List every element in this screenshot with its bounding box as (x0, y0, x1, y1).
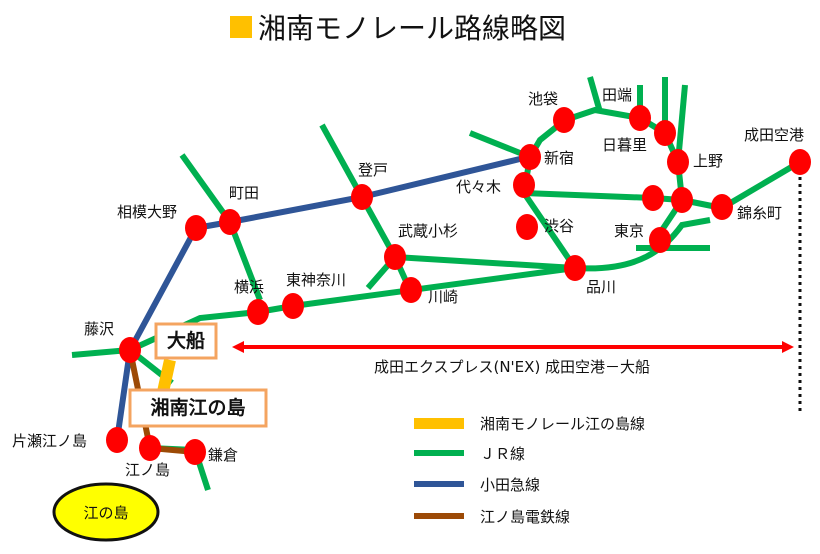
jr-shibuya-shinagawa (521, 191, 578, 270)
island-label: 江の島 (83, 504, 128, 522)
label-enoshima: 江ノ島 (125, 461, 170, 479)
legend-odakyu-swatch (414, 481, 464, 487)
station-noborito-marker (351, 184, 373, 210)
label-noborito: 登戸 (358, 161, 388, 179)
station-tabata-marker (629, 105, 651, 131)
label-higashi-kanagawa: 東神奈川 (286, 271, 346, 289)
station-enoshima-marker (139, 435, 161, 461)
station-narita-marker (789, 149, 811, 175)
station-yoyogi-marker (513, 172, 535, 198)
label-fujisawa: 藤沢 (84, 320, 114, 338)
enoshima-island: 江の島 (52, 482, 160, 542)
ofuna-label: 大船 (167, 329, 205, 352)
label-shinjuku: 新宿 (544, 149, 574, 167)
legend-enoden-swatch (414, 513, 464, 519)
legend-odakyu-label: 小田急線 (480, 476, 540, 494)
title-square-icon (230, 16, 252, 38)
station-labels: 池袋 田端 新宿 日暮里 上野 成田空港 登戸 代々木 町田 錦糸町 相模大野 … (12, 86, 804, 479)
station-kinshicho-marker (711, 194, 733, 220)
station-ueno-marker (667, 149, 689, 175)
label-nippori: 日暮里 (602, 136, 647, 154)
shonan-enoshima-label: 湘南江の島 (150, 396, 245, 419)
label-yoyogi: 代々木 (456, 178, 501, 196)
station-kawasaki-marker (400, 277, 422, 303)
label-ueno: 上野 (693, 152, 723, 170)
legend-monorail-swatch (414, 418, 464, 429)
label-kamakura: 鎌倉 (208, 446, 238, 464)
station-fujisawa-marker (119, 337, 141, 363)
station-sagami-ono-marker (185, 215, 207, 241)
odakyu-enoshima-line (114, 349, 133, 441)
station-musashi-kosugi-marker (384, 244, 406, 270)
map-title: 湘南モノレール路線略図 (258, 12, 566, 45)
jr-shinagawa-tokyo (574, 217, 711, 272)
station-higashi-kanagawa-marker (282, 293, 304, 319)
legend-enoden-label: 江ノ島電鉄線 (480, 508, 570, 526)
nex-arrow (232, 170, 802, 412)
station-ikebukuro-marker (553, 107, 575, 133)
label-kinshicho: 錦糸町 (737, 204, 782, 222)
station-kamakura-marker (184, 439, 206, 465)
station-tokyo-marker (649, 227, 671, 253)
legend-monorail-label: 湘南モノレール江の島線 (480, 415, 645, 433)
label-ikebukuro: 池袋 (528, 90, 558, 108)
label-tokyo: 東京 (614, 222, 644, 240)
station-machida-marker (219, 209, 241, 235)
stations (106, 105, 811, 465)
station-yokohama-marker (247, 299, 269, 325)
station-shibuya-marker (516, 214, 538, 240)
label-katase-enoshima: 片瀬江ノ島 (12, 432, 87, 450)
legend-jr-swatch (414, 450, 464, 456)
label-musashi-kosugi: 武蔵小杉 (398, 222, 458, 240)
nex-label: 成田エクスプレス(N'EX) 成田空港－大船 (374, 358, 650, 376)
label-tabata: 田端 (602, 86, 632, 104)
label-machida: 町田 (229, 184, 259, 202)
station-katase-enoshima-marker (106, 427, 128, 453)
station-shinagawa-marker (564, 255, 586, 281)
label-kawasaki: 川崎 (428, 288, 458, 306)
station-kanda-marker (642, 185, 664, 211)
jr-tabata-branch (587, 76, 603, 113)
label-narita: 成田空港 (744, 126, 804, 144)
shonan-enoshima-box: 湘南江の島 (128, 388, 268, 428)
label-sagami-ono: 相模大野 (117, 203, 177, 221)
jr-narita-line (720, 159, 802, 211)
station-nippori-marker (654, 120, 676, 146)
label-shinagawa: 品川 (586, 278, 616, 296)
label-yokohama: 横浜 (234, 278, 264, 296)
ofuna-box: 大船 (154, 322, 218, 360)
monorail-line (157, 358, 176, 394)
station-akihabara-marker (671, 187, 693, 213)
station-shinjuku-marker (519, 144, 541, 170)
legend-jr-label: ＪＲ線 (480, 445, 525, 463)
legend: 湘南モノレール江の島線 ＪＲ線 小田急線 江ノ島電鉄線 (414, 415, 645, 526)
label-shibuya: 渋谷 (544, 217, 574, 235)
